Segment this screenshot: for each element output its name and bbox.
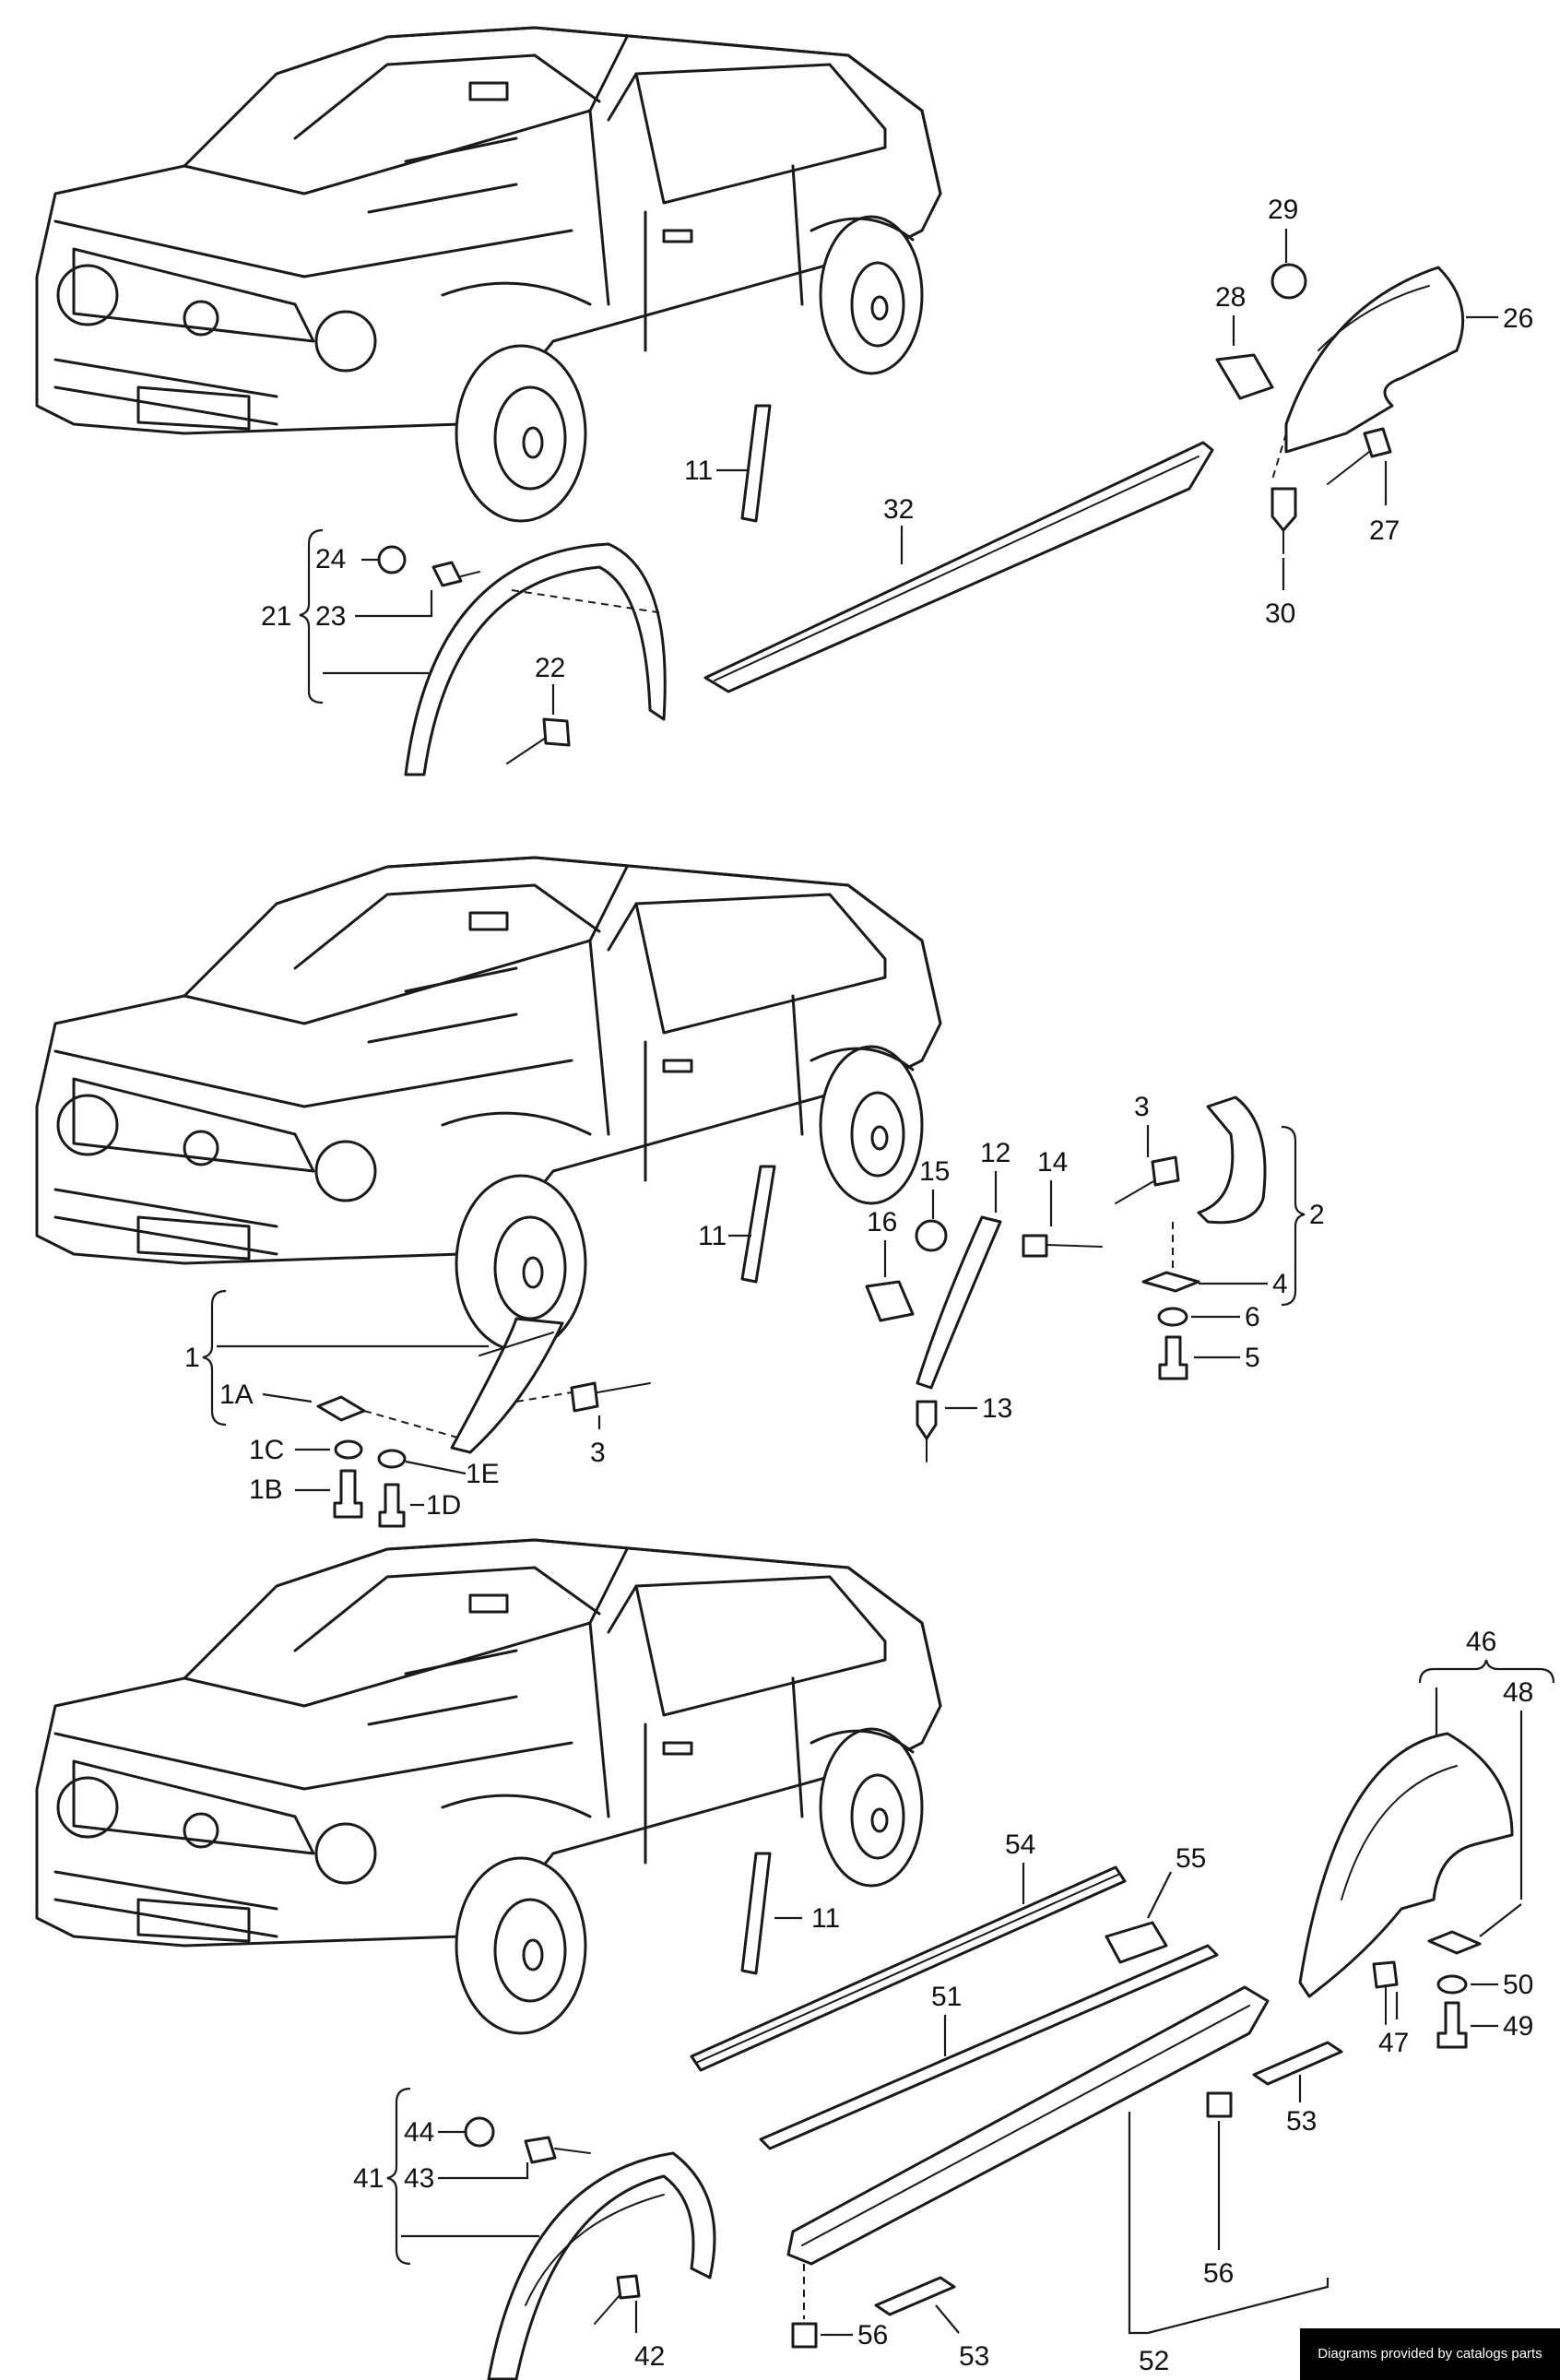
part-12-trim-piece (916, 1215, 1002, 1390)
part-3-rivet-right (1151, 1155, 1180, 1187)
callout-11-top: 11 (684, 456, 713, 486)
part-1-wheel-arch-liner (450, 1317, 564, 1454)
callout-28: 28 (1215, 282, 1246, 313)
callout-49: 49 (1503, 2011, 1533, 2042)
callout-11-bottom: 11 (811, 1903, 840, 1934)
callout-3-left: 3 (590, 1438, 606, 1468)
part-23-bolt (431, 561, 463, 587)
part-16-clip (865, 1280, 915, 1322)
callout-27: 27 (1369, 515, 1400, 546)
part-5-screw (1158, 1335, 1188, 1380)
callout-1B: 1B (249, 1474, 283, 1505)
callout-14: 14 (1037, 1147, 1068, 1178)
part-52-sill-panel (786, 1985, 1270, 2266)
callout-1D: 1D (426, 1490, 461, 1521)
part-41-wheel-housing-liner (487, 2151, 716, 2380)
callout-42: 42 (634, 2341, 665, 2372)
vehicle-illustration-middle (35, 856, 942, 1353)
part-51-sill-strip (759, 1944, 1219, 2150)
part-1A-nut-plate (316, 1395, 366, 1422)
part-1C-washer (334, 1439, 363, 1460)
part-11-trim-top (740, 404, 772, 523)
part-21-wheel-arch-trim (404, 542, 667, 776)
part-24-nut (377, 545, 407, 574)
callout-51: 51 (931, 1982, 962, 2012)
part-22-rivet (542, 717, 571, 747)
callout-53-right: 53 (1286, 2106, 1317, 2137)
callout-3-right: 3 (1134, 1092, 1150, 1122)
part-1E-washer (377, 1449, 407, 1469)
callout-56-right: 56 (1203, 2258, 1234, 2289)
callout-47: 47 (1378, 2028, 1409, 2058)
part-14-rivet (1022, 1234, 1048, 1258)
part-55-bracket (1105, 1921, 1168, 1964)
part-48-nut-plate (1427, 1930, 1482, 1955)
callout-50: 50 (1503, 1970, 1533, 2000)
credit-banner: Diagrams provided by catalogs parts (1300, 2328, 1560, 2380)
part-3-rivet-left (570, 1381, 599, 1413)
callout-44: 44 (404, 2117, 434, 2148)
callout-4: 4 (1272, 1269, 1288, 1299)
callout-26: 26 (1503, 303, 1533, 334)
callout-1A: 1A (219, 1379, 254, 1410)
callout-22: 22 (535, 653, 565, 683)
callout-48: 48 (1503, 1677, 1533, 1708)
callout-29: 29 (1268, 195, 1298, 225)
part-29-nut (1270, 263, 1307, 300)
callout-54: 54 (1005, 1829, 1035, 1860)
callout-56-left: 56 (857, 2320, 888, 2350)
part-26-wheel-housing-liner (1284, 266, 1465, 454)
part-11-trim-middle (740, 1165, 776, 1284)
part-11-trim-bottom (740, 1852, 772, 1975)
callout-41: 41 (353, 2163, 384, 2194)
callout-43: 43 (404, 2163, 434, 2194)
callout-46: 46 (1466, 1627, 1496, 1657)
part-13-clip (916, 1400, 938, 1440)
part-1B-screw (333, 1469, 363, 1519)
part-15-nut (915, 1219, 948, 1252)
callout-6: 6 (1245, 1302, 1260, 1332)
callout-12: 12 (980, 1138, 1010, 1168)
part-42-rivet (616, 2274, 641, 2300)
part-30-clip (1270, 487, 1297, 532)
callout-13: 13 (982, 1393, 1012, 1424)
part-53-trim-right (1252, 2041, 1343, 2086)
part-50-washer (1436, 1974, 1468, 1995)
callout-1C: 1C (249, 1435, 284, 1465)
vehicle-illustration-top (35, 26, 942, 523)
part-28-clip (1215, 353, 1274, 400)
callout-16: 16 (867, 1207, 897, 1237)
callout-5: 5 (1245, 1343, 1260, 1373)
callout-15: 15 (919, 1156, 950, 1187)
part-53-trim-left (874, 2276, 956, 2316)
part-44-nut (464, 2116, 495, 2148)
part-47-rivet (1372, 1960, 1399, 1989)
callout-55: 55 (1176, 1843, 1206, 1874)
part-1D-screw (378, 1483, 406, 1528)
callout-23: 23 (315, 601, 346, 632)
callout-2: 2 (1309, 1200, 1325, 1230)
vehicle-illustration-bottom (35, 1538, 942, 2035)
callout-1: 1 (184, 1343, 200, 1373)
callout-24: 24 (315, 544, 346, 574)
part-4-nut-plate (1141, 1271, 1200, 1293)
part-6-washer (1157, 1307, 1188, 1327)
callout-53-left: 53 (959, 2341, 989, 2372)
callout-52: 52 (1139, 2346, 1169, 2376)
part-56-clip-left (791, 2322, 818, 2349)
part-2-wheel-arch-liner (1197, 1095, 1267, 1225)
callout-32: 32 (883, 494, 914, 525)
part-27-rivet (1363, 427, 1392, 458)
callout-11-middle: 11 (698, 1221, 727, 1251)
part-43-bolt (524, 2136, 557, 2164)
part-46-wheel-housing-liner (1298, 1732, 1514, 1998)
part-49-screw (1436, 2001, 1468, 2049)
part-56-clip-right (1206, 2091, 1233, 2118)
callout-1E: 1E (466, 1459, 500, 1489)
callout-21: 21 (261, 601, 291, 632)
callout-30: 30 (1265, 598, 1295, 629)
